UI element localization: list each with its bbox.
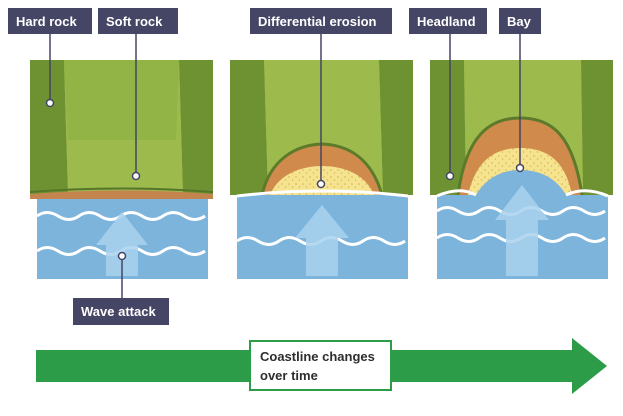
panel-differential-erosion <box>230 60 413 279</box>
hard-rock-left-panel-1 <box>30 60 68 195</box>
surf-panel-3 <box>436 189 609 198</box>
headland-right-panel-3 <box>581 60 613 195</box>
panel-initial-coast <box>29 60 214 279</box>
panel-headland-bay <box>430 60 613 279</box>
hard-rock-left-panel-2 <box>230 60 268 195</box>
hard-rock-right-panel-2 <box>379 60 413 195</box>
label-differential-erosion-box: Differential erosion <box>250 8 392 34</box>
hard-rock-right-panel-1 <box>179 60 213 195</box>
wave-attack-arrow-panel-1 <box>96 212 148 276</box>
cliff-edge-panel-1 <box>30 190 213 199</box>
bay-water-panel-3 <box>476 170 566 195</box>
marker-wave-attack <box>117 251 127 261</box>
marker-differential-erosion <box>316 179 326 189</box>
label-wave-attack-box: Wave attack <box>73 298 169 325</box>
cliff-grass-edge-panel-1 <box>29 187 214 193</box>
label-headland: Headland <box>417 14 476 29</box>
eroded-cliff-top-panel-2 <box>260 142 384 196</box>
marker-hard-rock <box>45 98 55 108</box>
label-differential-erosion: Differential erosion <box>258 14 377 29</box>
time-arrow-label-line2: over time <box>260 368 318 383</box>
soft-rock-upper-panel-1 <box>64 60 179 140</box>
marker-soft-rock <box>131 171 141 181</box>
leader-lines <box>45 33 525 298</box>
wave-attack-arrow-panel-2 <box>295 205 349 276</box>
label-hard-rock: Hard rock <box>16 14 77 29</box>
time-arrow: Coastline changes over time <box>36 338 607 394</box>
label-hard-rock-box: Hard rock <box>8 8 92 34</box>
headland-left-panel-3 <box>430 60 466 195</box>
label-headland-box: Headland <box>409 8 487 34</box>
time-arrow-label-box <box>249 340 392 391</box>
label-bay-box: Bay <box>499 8 541 34</box>
marker-headland <box>445 171 455 181</box>
label-wave-attack: Wave attack <box>81 304 156 319</box>
label-bay: Bay <box>507 14 532 29</box>
time-arrow-label-line1: Coastline changes <box>260 349 375 364</box>
label-soft-rock: Soft rock <box>106 14 163 29</box>
surf-panel-2 <box>236 189 409 198</box>
marker-bay <box>515 163 525 173</box>
wave-attack-arrow-panel-3 <box>495 185 549 276</box>
label-soft-rock-box: Soft rock <box>98 8 178 34</box>
